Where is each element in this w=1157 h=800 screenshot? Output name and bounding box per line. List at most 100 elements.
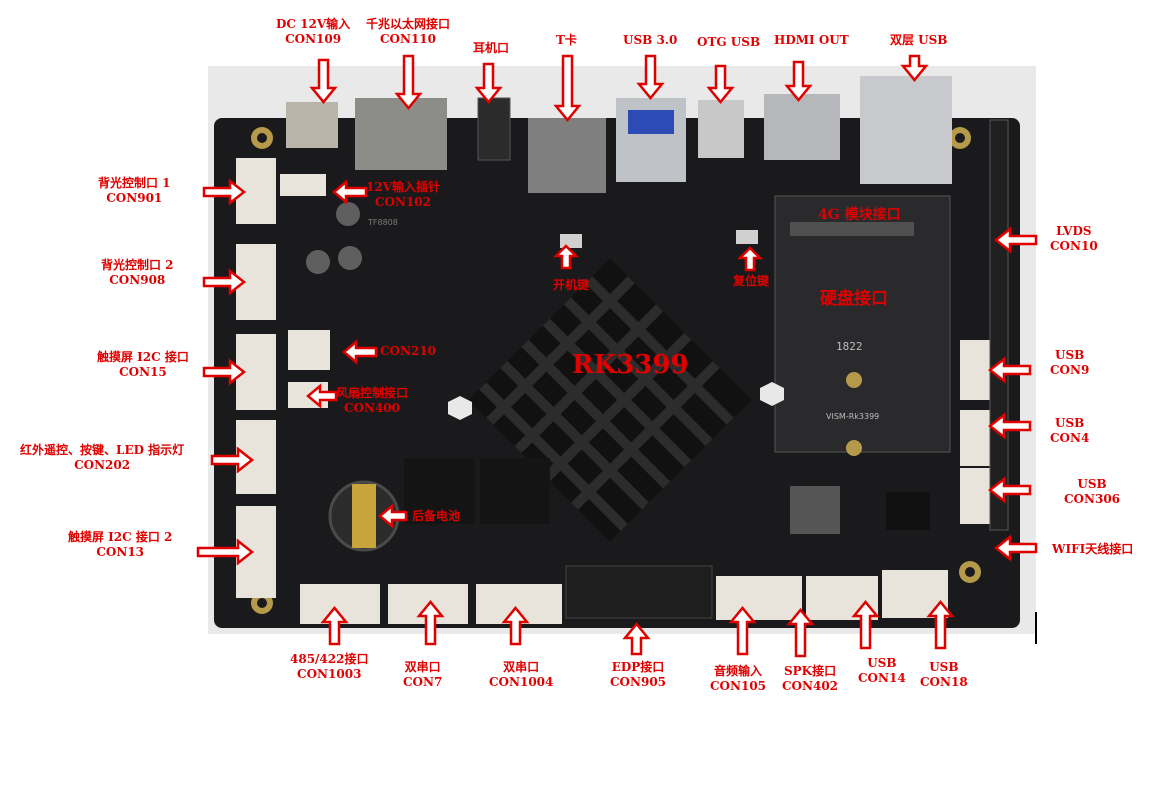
- label-backup-battery: 后备电池: [412, 509, 460, 524]
- label-title: 风扇控制接口: [336, 386, 409, 400]
- label-dc-input: DC 12V输入 CON109: [276, 17, 350, 47]
- label-code: CON10: [1050, 239, 1098, 253]
- label-title: 触摸屏 I2C 接口 2: [68, 530, 173, 544]
- arrow-con18: [926, 600, 955, 650]
- arrow-ear: [474, 62, 503, 104]
- arrow-con105: [728, 606, 757, 656]
- arrow-con901: [202, 178, 247, 206]
- arrow-con202: [210, 446, 255, 474]
- arrow-power-key: [552, 244, 580, 270]
- label-usb-con18: USB CON18: [920, 660, 968, 690]
- audio-jack: [477, 97, 511, 161]
- label-title: 后备电池: [412, 509, 461, 523]
- label-title: EDP接口: [611, 660, 665, 674]
- label-title: 4G 模块接口: [818, 207, 901, 223]
- label-dual-serial-1: 双串口 CON7: [403, 660, 442, 690]
- label-ir-remote: 红外遥控、按键、LED 指示灯 CON202: [20, 443, 184, 473]
- label-code: CON400: [343, 401, 401, 415]
- label-code: CON7: [403, 675, 443, 689]
- arrow-12v-pin: [332, 179, 368, 205]
- label-fan-control: 风扇控制接口 CON400: [336, 386, 408, 416]
- label-code: CON105: [710, 679, 767, 693]
- label-code: CON908: [109, 273, 166, 287]
- label-title: 双层 USB: [890, 33, 948, 47]
- label-otg-usb: OTG USB: [697, 35, 760, 50]
- arrow-con13: [196, 538, 255, 566]
- arrow-con908: [202, 268, 247, 296]
- label-code: CON402: [782, 679, 839, 693]
- label-title: 音频输入: [714, 664, 763, 678]
- label-hdmi-out: HDMI OUT: [774, 33, 849, 48]
- label-code: CON13: [96, 545, 145, 559]
- label-title: 耳机口: [473, 41, 510, 55]
- label-code: CON102: [374, 195, 432, 209]
- label-dual-usb: 双层 USB: [890, 33, 947, 48]
- arrow-usb3: [636, 54, 665, 100]
- arrow-con400: [306, 383, 338, 409]
- label-title: SPK接口: [783, 664, 837, 678]
- dual-usb-port: [860, 76, 952, 184]
- label-backlight-2: 背光控制口 2 CON908: [101, 258, 174, 288]
- arrow-con14: [851, 600, 880, 650]
- label-lvds: LVDS CON10: [1050, 224, 1098, 254]
- label-title: T卡: [556, 33, 577, 47]
- label-title: 背光控制口 2: [101, 258, 174, 272]
- arrow-con7: [416, 600, 445, 646]
- label-code: CON18: [920, 675, 968, 689]
- label-code: CON202: [74, 458, 131, 472]
- dc-jack: [286, 102, 338, 148]
- label-code: CON1003: [297, 667, 362, 681]
- label-title: LVDS: [1056, 224, 1092, 238]
- label-title: USB: [1055, 416, 1085, 430]
- label-dual-serial-2: 双串口 CON1004: [489, 660, 553, 690]
- label-title: 背光控制口 1: [98, 176, 171, 190]
- label-title: 复位键: [733, 274, 770, 288]
- label-ethernet: 千兆以太网接口 CON110: [366, 17, 450, 47]
- arrow-dc: [309, 58, 338, 104]
- label-title: USB: [867, 656, 897, 670]
- label-usb-con9: USB CON9: [1050, 348, 1089, 378]
- arrow-con9: [987, 356, 1032, 384]
- brand-marking: TF8808: [368, 218, 398, 227]
- label-code: CON14: [858, 671, 906, 685]
- label-title: 触摸屏 I2C 接口: [97, 350, 189, 364]
- label-usb-con306: USB CON306: [1064, 477, 1120, 507]
- arrow-con210: [342, 339, 378, 365]
- label-con210: CON210: [380, 344, 436, 359]
- arrow-wifi: [993, 534, 1038, 562]
- date-code: 1822: [836, 340, 863, 353]
- label-title: 双串口: [503, 660, 540, 674]
- label-title: 红外遥控、按键、LED 指示灯: [20, 443, 185, 457]
- ssd-module: [774, 195, 951, 453]
- hdmi-port: [764, 94, 840, 160]
- label-backlight-1: 背光控制口 1 CON901: [98, 176, 171, 206]
- label-wifi-antenna: WIFI天线接口: [1052, 542, 1133, 557]
- label-edp: EDP接口 CON905: [610, 660, 666, 690]
- label-12v-pin: 12V输入插针 CON102: [366, 180, 440, 210]
- label-earphone: 耳机口: [473, 41, 509, 56]
- label-spk: SPK接口 CON402: [782, 664, 838, 694]
- otg-port: [698, 100, 744, 158]
- ssd-label: 硬盘接口: [820, 289, 888, 309]
- label-title: USB: [1077, 477, 1107, 491]
- arrow-con1004: [501, 606, 530, 646]
- label-code: CON15: [119, 365, 167, 379]
- arrow-con15: [202, 358, 247, 386]
- label-usb-con14: USB CON14: [858, 656, 906, 686]
- label-title: CON210: [380, 344, 437, 358]
- label-title: USB: [1055, 348, 1085, 362]
- label-reset-key: 复位键: [733, 274, 769, 289]
- label-code: CON905: [610, 675, 667, 689]
- label-code: CON901: [106, 191, 163, 205]
- label-title: OTG USB: [697, 35, 761, 49]
- label-usb3: USB 3.0: [623, 33, 677, 48]
- module-marking: VISM-Rk3399: [826, 412, 880, 421]
- arrow-eth: [394, 54, 423, 110]
- tf-slot: [528, 118, 606, 193]
- label-4g-module: 4G 模块接口: [818, 208, 901, 223]
- label-audio-in: 音频输入 CON105: [710, 664, 766, 694]
- label-touch-i2c-2: 触摸屏 I2C 接口 2 CON13: [68, 530, 172, 560]
- label-code: CON306: [1064, 492, 1121, 506]
